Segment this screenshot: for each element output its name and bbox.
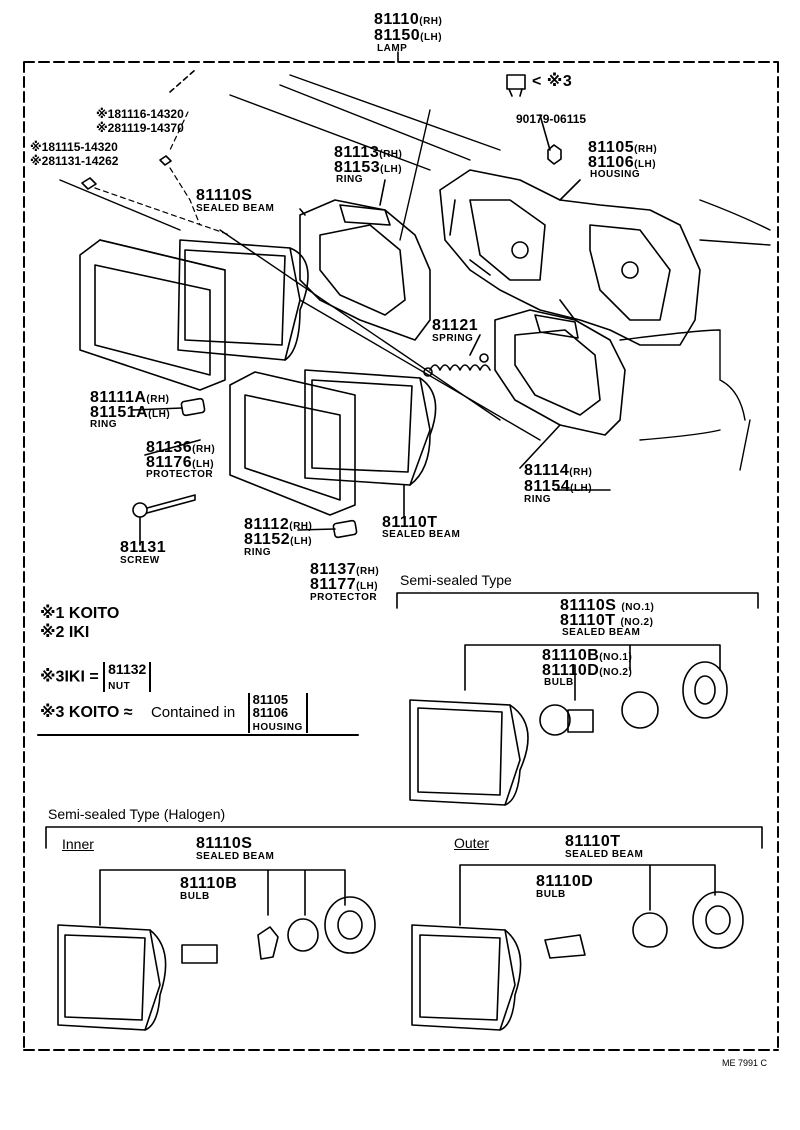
clip-drawing bbox=[506, 74, 562, 165]
semi-b-pn: 81110B(NO.1) bbox=[542, 647, 633, 664]
housing-drawing bbox=[439, 169, 701, 346]
nut-mark-label: < ※3 bbox=[532, 73, 573, 90]
ring-b-name: RING bbox=[244, 547, 271, 558]
semi-bulb-name: BULB bbox=[544, 677, 574, 688]
protector2-rh: 81137(RH) bbox=[310, 561, 380, 578]
assembly-lh: 81150(LH) bbox=[374, 27, 443, 44]
ring-a-lh: 81151A(LH) bbox=[90, 404, 171, 421]
sealed-s-pn: 81110S bbox=[196, 187, 253, 204]
protector1-name: PROTECTOR bbox=[146, 469, 214, 480]
protector-2-drawing bbox=[332, 519, 358, 539]
housing-name: HOUSING bbox=[590, 169, 641, 180]
protector2-name: PROTECTOR bbox=[310, 592, 378, 603]
footer-code: ME 7991 C bbox=[722, 1058, 768, 1068]
halogen-title: Semi-sealed Type (Halogen) bbox=[48, 806, 226, 822]
note-koito: ※1 KOITO bbox=[40, 605, 120, 622]
ring-a-name: RING bbox=[90, 419, 117, 430]
ring-upper-rh: 81113(RH) bbox=[334, 144, 403, 161]
halogen-inner-bulb: BULB bbox=[180, 891, 210, 902]
ring-upper-drawing bbox=[299, 199, 431, 341]
housing-rh: 81105(RH) bbox=[588, 139, 658, 156]
halogen-outer-bulb: BULB bbox=[536, 889, 566, 900]
screw-name: SCREW bbox=[120, 555, 160, 566]
ring-b-lh: 81152(LH) bbox=[244, 531, 313, 548]
screw-iki-label: ※281119-14370 bbox=[96, 121, 184, 135]
ring-lower-lh: 81154(LH) bbox=[524, 478, 593, 495]
protector1-rh: 81136(RH) bbox=[146, 439, 216, 456]
ring-a-rh: 81111A(RH) bbox=[90, 389, 170, 406]
semi-d-pn: 81110D(NO.2) bbox=[542, 662, 633, 679]
protector-1-drawing bbox=[180, 397, 206, 417]
spring-pn: 81121 bbox=[432, 317, 479, 334]
ring-lower-name: RING bbox=[524, 494, 551, 505]
spring-name: SPRING bbox=[432, 333, 474, 344]
halogen-inner-drawing bbox=[57, 896, 376, 1031]
ring-upper-lh: 81153(LH) bbox=[334, 159, 403, 176]
screw-pn: 81131 bbox=[120, 539, 167, 556]
screw2-koito-label: ※181115-14320 bbox=[30, 140, 118, 154]
halogen-outer-name: SEALED BEAM bbox=[565, 849, 644, 860]
halogen-inner-bulb-pn: 81110B bbox=[180, 875, 238, 892]
halogen-inner-pn: 81110S bbox=[196, 835, 253, 852]
halogen-outer-pn: 81110T bbox=[565, 833, 621, 850]
semi-t-pn: 81110T (NO.2) bbox=[560, 612, 654, 629]
outer-frame bbox=[23, 61, 779, 1051]
semi-sealed-title: Semi-sealed Type bbox=[400, 572, 512, 588]
sealed-t-name: SEALED BEAM bbox=[382, 529, 461, 540]
ring-b-drawing bbox=[229, 371, 356, 516]
note-iki: ※2 IKI bbox=[40, 624, 90, 641]
screw-koito-label: ※181116-14320 bbox=[96, 107, 184, 121]
assembly-rh: 81110(RH) bbox=[374, 11, 443, 28]
ring-lower-drawing bbox=[494, 309, 626, 436]
ring-a-drawing bbox=[79, 239, 226, 391]
housing-lh: 81106(LH) bbox=[588, 154, 657, 171]
sealed-beam-s-drawing bbox=[177, 239, 309, 361]
screw2-iki-label: ※281131-14262 bbox=[30, 154, 119, 168]
sealed-beam-t-drawing bbox=[304, 369, 437, 486]
protector1-lh: 81176(LH) bbox=[146, 454, 215, 471]
halogen-outer-bulb-pn: 81110D bbox=[536, 873, 594, 890]
screw-drawing bbox=[132, 494, 196, 518]
sealed-t-pn: 81110T bbox=[382, 514, 438, 531]
halogen-inner-name: SEALED BEAM bbox=[196, 851, 275, 862]
halogen-outer-label: Outer bbox=[454, 835, 490, 851]
halogen-outer-drawing bbox=[411, 891, 744, 1031]
sealed-s-name: SEALED BEAM bbox=[196, 203, 275, 214]
clip-label: 90179-06115 bbox=[516, 112, 587, 126]
ring-lower-rh: 81114(RH) bbox=[524, 462, 593, 479]
car-body-outline bbox=[59, 74, 771, 471]
spring-drawing bbox=[423, 353, 491, 377]
assembly-name: LAMP bbox=[377, 43, 408, 54]
ring-upper-name: RING bbox=[336, 174, 363, 185]
ring-b-rh: 81112(RH) bbox=[244, 516, 313, 533]
protector2-lh: 81177(LH) bbox=[310, 576, 379, 593]
semi-beam-name: SEALED BEAM bbox=[562, 627, 641, 638]
halogen-inner-label: Inner bbox=[62, 836, 94, 852]
small-screws-drawing bbox=[81, 69, 196, 190]
semi-s-pn: 81110S (NO.1) bbox=[560, 597, 655, 614]
semi-lamp-drawing bbox=[409, 661, 728, 806]
